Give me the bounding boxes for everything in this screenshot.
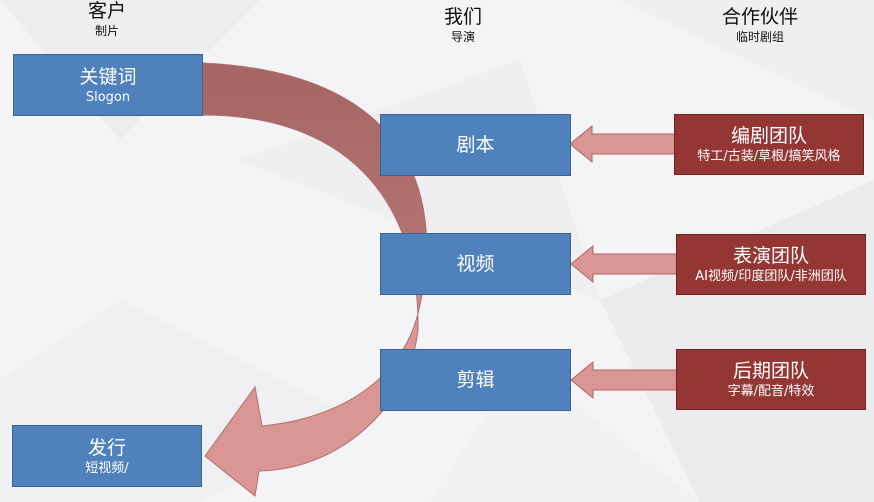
column-subtitle-us: 导演 [450,30,475,44]
keyword-title: 关键词 [79,65,137,88]
column-subtitle-client: 制片 [94,24,119,38]
acting-team-box: 表演团队 AI视频/印度团队/非洲团队 [676,234,866,295]
keyword-box: 关键词 Slogon [13,54,203,116]
column-subtitle-partners: 临时剧组 [735,30,784,44]
arrow-postproduction-to-editing [570,360,678,400]
acting-team-subtitle: AI视频/印度团队/非洲团队 [695,269,847,284]
screenwriting-team-subtitle: 特工/古装/草根/搞笑风格 [697,149,841,164]
main-flow-arc-arrow [201,62,428,497]
column-header-us: 我们 导演 [418,6,508,44]
arrow-acting-to-video [570,244,678,284]
keyword-subtitle: Slogon [85,89,131,105]
step-script-title: 剧本 [456,134,495,156]
step-video-title: 视频 [456,253,495,275]
release-box: 发行 短视频/ [12,425,202,487]
step-video-box: 视频 [380,233,571,295]
release-subtitle: 短视频/ [85,460,129,476]
postproduction-team-box: 后期团队 字幕/配音/特效 [676,349,866,410]
screenwriting-team-title: 编剧团队 [730,125,807,147]
arrow-screenwriting-to-script [569,124,676,164]
acting-team-title: 表演团队 [732,245,809,267]
step-script-box: 剧本 [380,114,571,176]
column-header-partners: 合作伙伴 临时剧组 [700,6,820,44]
column-header-client: 客户 制片 [62,0,152,38]
release-title: 发行 [87,436,126,459]
column-title-client: 客户 [87,0,126,22]
screenwriting-team-box: 编剧团队 特工/古装/草根/搞笑风格 [674,114,864,175]
step-editing-box: 剪辑 [380,349,571,411]
step-editing-title: 剪辑 [456,369,495,391]
column-title-us: 我们 [443,6,482,28]
postproduction-team-title: 后期团队 [732,360,809,382]
column-title-partners: 合作伙伴 [721,6,798,28]
postproduction-team-subtitle: 字幕/配音/特效 [727,384,815,399]
